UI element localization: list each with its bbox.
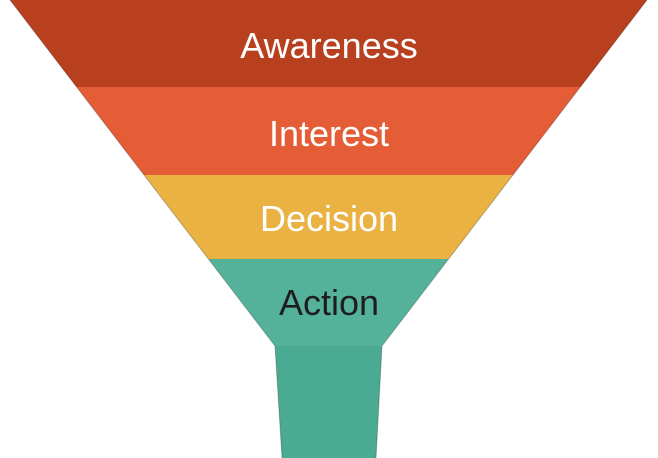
funnel-stage-interest xyxy=(76,87,581,175)
funnel-stage-action xyxy=(208,259,449,346)
funnel-stem-group xyxy=(275,346,382,458)
funnel-edges xyxy=(9,0,648,458)
funnel-stage-label-action: Action xyxy=(279,282,379,323)
funnel-stem xyxy=(275,346,382,458)
funnel-stage-label-decision: Decision xyxy=(260,198,398,239)
funnel-stage-awareness xyxy=(10,0,647,87)
funnel-bands xyxy=(10,0,647,346)
funnel-stage-decision xyxy=(144,175,513,259)
funnel-stage-label-interest: Interest xyxy=(269,113,389,154)
funnel-stage-label-awareness: Awareness xyxy=(240,25,417,66)
funnel-outline xyxy=(9,0,648,458)
